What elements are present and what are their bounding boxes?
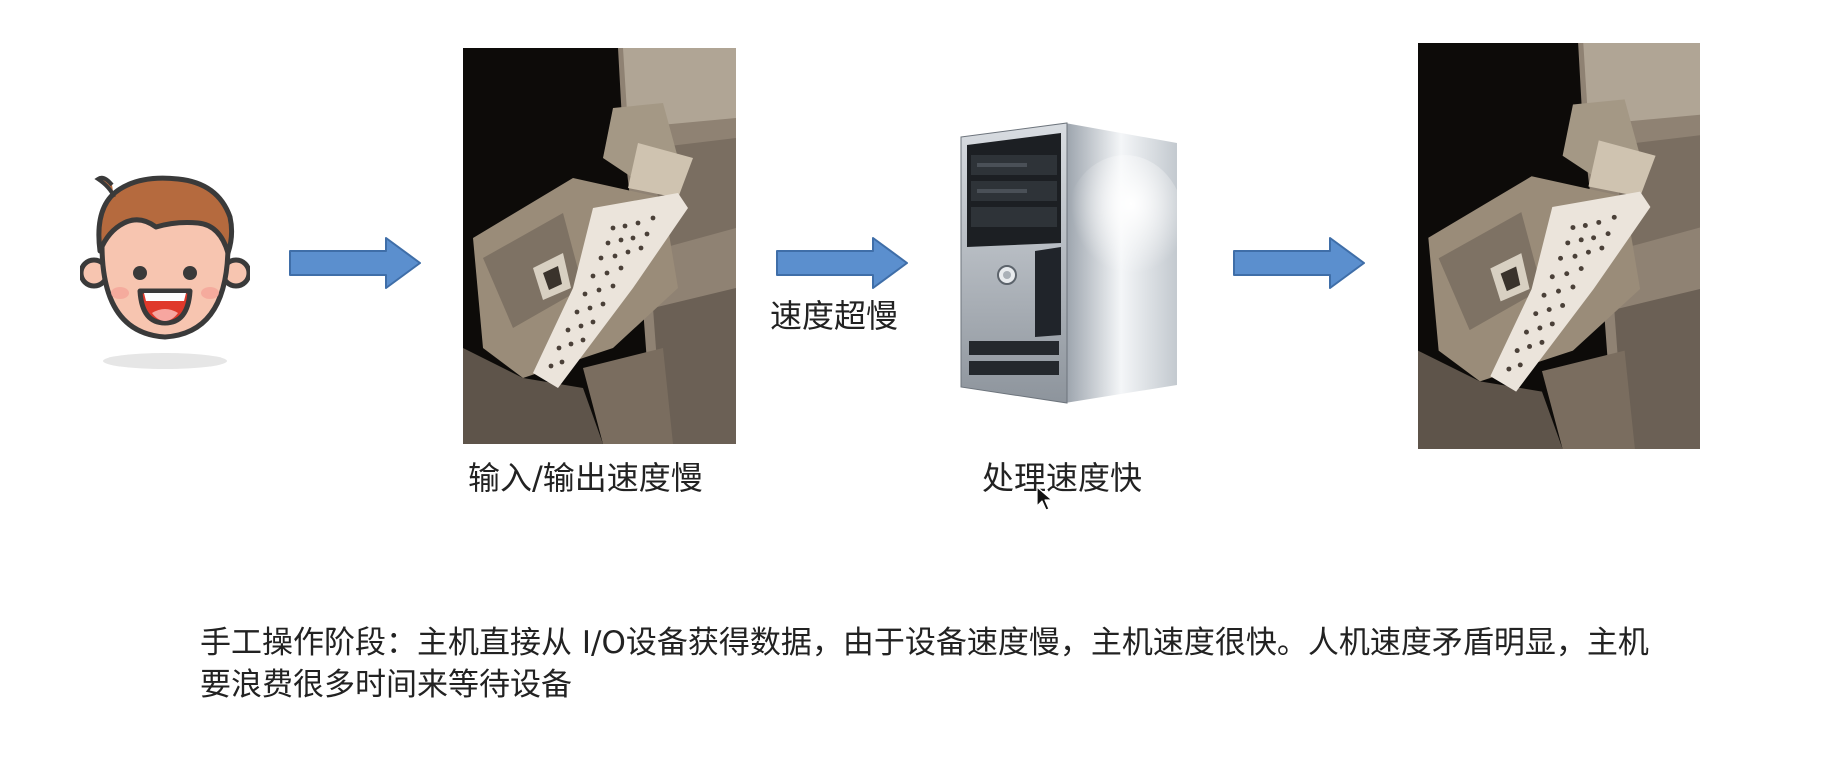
right-arrow-icon	[775, 236, 909, 290]
right-arrow-icon	[288, 236, 422, 290]
punch-card-machine-image	[463, 48, 736, 444]
io-device-label: 输入/输出速度慢	[468, 459, 703, 497]
arrow-caption-label: 速度超慢	[770, 297, 899, 335]
punch-card-machine-image	[1418, 43, 1700, 449]
right-arrow-icon	[1232, 236, 1366, 290]
avatar-icon	[78, 165, 252, 375]
host-label: 处理速度快	[982, 459, 1143, 497]
computer-tower-icon	[955, 115, 1185, 405]
mouse-pointer-icon	[1036, 486, 1054, 516]
description-text: 手工操作阶段：主机直接从 I/O设备获得数据，由于设备速度慢，主机速度很快。人机…	[200, 625, 1649, 703]
